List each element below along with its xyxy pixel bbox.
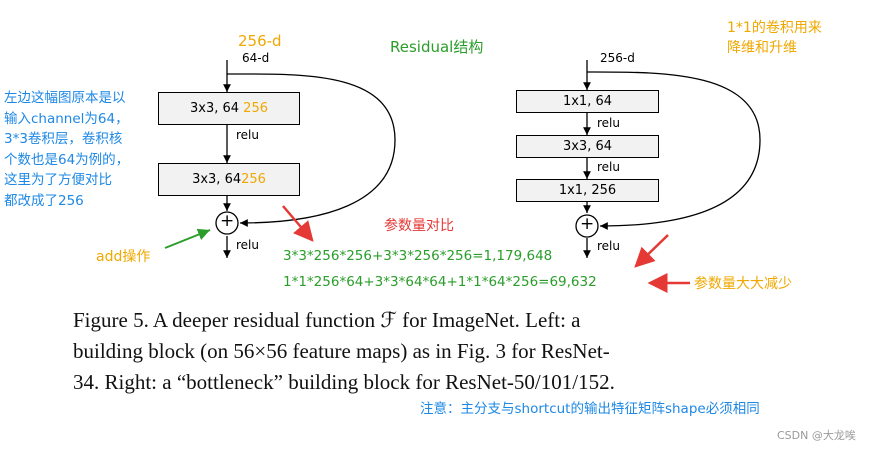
right-input-dim: 256-d	[600, 51, 635, 65]
diagram-title: Residual结构	[390, 38, 484, 56]
right-layer-1: 1x1, 64	[516, 90, 659, 113]
left-shortcut-path	[226, 73, 396, 227]
left-note-line-1: 左边这幅图原本是以	[4, 90, 126, 106]
left-relu-out: relu	[236, 238, 259, 252]
left-note-line-4: 个数也是64为例的，	[4, 151, 130, 168]
left-relu-1: relu	[236, 128, 259, 142]
left-input-dim-top: 256-d	[238, 32, 282, 50]
right-relu-1: relu	[597, 116, 620, 130]
param-compare-label: 参数量对比	[384, 218, 454, 234]
left-layer-2-text: 3x3, 64	[192, 172, 242, 187]
left-note-line-3: 3*3卷积层，卷积核	[4, 131, 123, 147]
right-layer-2-text: 3x3, 64	[562, 139, 613, 154]
right-layer-2: 3x3, 64	[516, 135, 659, 158]
left-layer-1: 3x3, 64 256	[158, 92, 300, 125]
top-right-note-line-1: 1*1的卷积用来	[727, 20, 822, 36]
left-note: 左边这幅图原本是以 输入channel为64， 3*3卷积层，卷积核 个数也是6…	[4, 88, 162, 211]
left-layer-1-text: 3x3, 64	[189, 101, 244, 116]
caption-line-1: Figure 5. A deeper residual function ℱ f…	[73, 308, 581, 332]
figure-caption: Figure 5. A deeper residual function ℱ f…	[73, 305, 833, 398]
param-reduce-label: 参数量大大减少	[694, 276, 792, 292]
right-add-circle	[575, 214, 599, 238]
formula-left: 3*3*256*256+3*3*256*256=1,179,648	[283, 248, 553, 264]
caption-line-2: building block (on 56×56 feature maps) a…	[73, 339, 610, 363]
watermark: CSDN @大龙唉	[777, 429, 856, 442]
left-note-line-6: 都改成了256	[4, 192, 84, 209]
add-op-arrow	[164, 228, 211, 249]
left-layer-2-alt: 256	[241, 172, 266, 187]
param-compare-arrow	[282, 205, 314, 242]
right-relu-2: relu	[597, 160, 620, 174]
top-right-note-line-2: 降维和升维	[727, 40, 797, 56]
right-add-symbol: +	[580, 214, 595, 234]
left-layer-1-alt: 256	[243, 101, 268, 116]
right-layer-3-text: 1x1, 256	[558, 183, 617, 198]
left-add-symbol: +	[220, 211, 235, 231]
right-layer-3: 1x1, 256	[516, 179, 659, 202]
right-shortcut-path	[586, 71, 761, 230]
caption-line-3: 34. Right: a “bottleneck” building block…	[73, 370, 615, 394]
right-layer-1-text: 1x1, 64	[562, 94, 613, 109]
formula-right: 1*1*256*64+3*3*64*64+1*1*64*256=69,632	[283, 274, 597, 290]
shape-note: 注意：主分支与shortcut的输出特征矩阵shape必须相同	[420, 401, 760, 417]
left-note-line-5: 这里为了方便对比	[4, 172, 112, 188]
left-input-dim: 64-d	[242, 51, 270, 65]
left-add-circle	[215, 211, 239, 235]
top-right-note: 1*1的卷积用来 降维和升维	[727, 18, 822, 58]
right-red-arrow	[634, 234, 669, 268]
left-note-line-2: 输入channel为64，	[4, 110, 129, 127]
add-op-label: add操作	[96, 249, 151, 265]
right-relu-out: relu	[597, 239, 620, 253]
